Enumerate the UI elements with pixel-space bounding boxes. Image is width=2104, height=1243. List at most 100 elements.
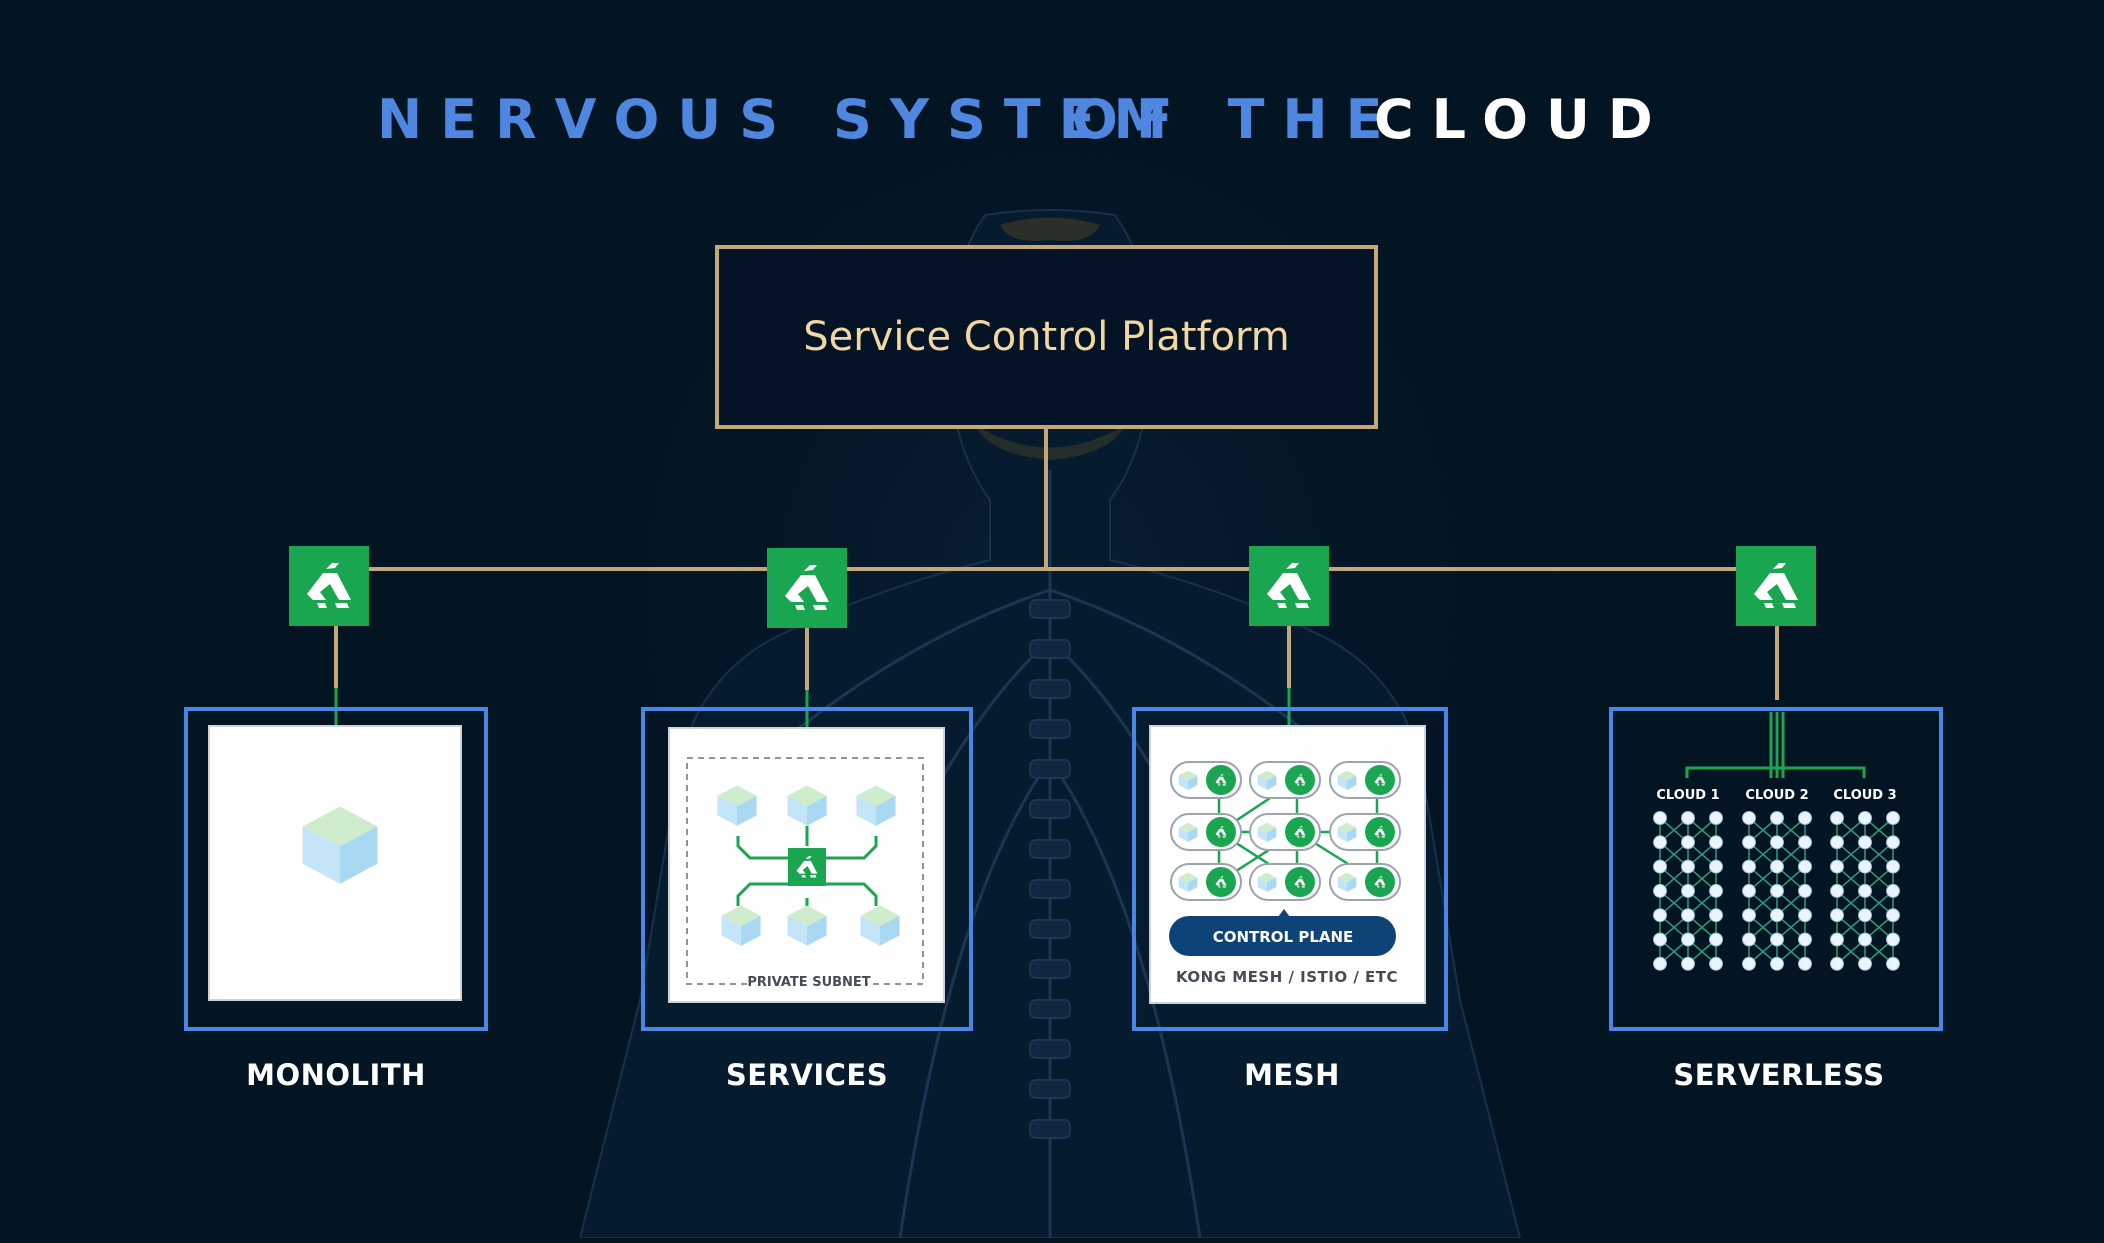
kong-gorilla-icon[interactable] xyxy=(289,546,369,626)
function-node xyxy=(1886,835,1900,850)
kong-gorilla-icon[interactable] xyxy=(767,548,847,628)
control-plane-pill xyxy=(1169,916,1396,956)
monolith-panel[interactable] xyxy=(184,707,488,1031)
function-node xyxy=(1858,835,1872,850)
function-node xyxy=(1742,956,1756,971)
mesh-node xyxy=(1250,762,1320,798)
function-node xyxy=(1830,932,1844,947)
service-control-platform[interactable]: Service Control Platform xyxy=(715,245,1378,429)
function-node xyxy=(1681,811,1695,825)
function-node xyxy=(1681,859,1695,874)
mesh-node xyxy=(1330,864,1400,900)
function-node xyxy=(1653,859,1667,874)
function-node xyxy=(1681,956,1695,971)
function-node-grids xyxy=(1653,811,1900,971)
function-node xyxy=(1770,811,1784,825)
mesh-node xyxy=(1171,762,1241,798)
function-node xyxy=(1653,956,1667,971)
mesh-panel[interactable]: CONTROL PLANE KONG MESH / ISTIO / ETC xyxy=(1132,707,1448,1031)
function-node xyxy=(1653,883,1667,898)
mesh-node xyxy=(1250,864,1320,900)
services-panel[interactable]: PRIVATE SUBNET xyxy=(641,707,973,1031)
function-node xyxy=(1830,883,1844,898)
function-node xyxy=(1858,859,1872,874)
function-node xyxy=(1798,811,1812,825)
platform-connectors xyxy=(329,429,1779,700)
function-node xyxy=(1798,932,1812,947)
mesh-node xyxy=(1171,864,1241,900)
mesh-node xyxy=(1250,814,1320,850)
function-node xyxy=(1798,908,1812,923)
function-node xyxy=(1830,908,1844,923)
function-node xyxy=(1858,883,1872,898)
function-node xyxy=(1830,859,1844,874)
mesh-node xyxy=(1171,814,1241,850)
function-node xyxy=(1709,956,1723,971)
function-node xyxy=(1886,932,1900,947)
cloud-links xyxy=(1685,712,1866,778)
function-node xyxy=(1681,908,1695,923)
cloud-1-label: CLOUD 1 xyxy=(1656,788,1719,803)
function-node xyxy=(1830,956,1844,971)
platform-label: Service Control Platform xyxy=(803,314,1290,360)
function-node xyxy=(1886,908,1900,923)
kong-gorilla-icon[interactable] xyxy=(1736,546,1816,626)
serverless-label: SERVERLESS xyxy=(1673,1058,1885,1092)
function-node xyxy=(1886,811,1900,825)
title-part-3: CLOUD xyxy=(1374,88,1671,151)
function-node xyxy=(1886,956,1900,971)
cloud-2-label: CLOUD 2 xyxy=(1745,788,1808,803)
function-node xyxy=(1681,883,1695,898)
mesh-caption: KONG MESH / ISTIO / ETC xyxy=(1176,968,1398,986)
function-node xyxy=(1709,883,1723,898)
mesh-label: MESH xyxy=(1244,1058,1340,1092)
function-node xyxy=(1653,835,1667,850)
mesh-node xyxy=(1330,814,1400,850)
function-node xyxy=(1653,932,1667,947)
function-node xyxy=(1770,859,1784,874)
function-node xyxy=(1798,956,1812,971)
function-node xyxy=(1798,859,1812,874)
title-part-2: OF THE xyxy=(1072,88,1401,151)
function-node xyxy=(1742,859,1756,874)
function-node xyxy=(1798,883,1812,898)
function-node xyxy=(1653,908,1667,923)
title-part-1: NERVOUS SYSTEM xyxy=(377,88,1186,151)
function-node xyxy=(1742,932,1756,947)
serverless-panel[interactable]: CLOUD 1 CLOUD 2 CLOUD 3 xyxy=(1609,707,1943,1031)
function-node xyxy=(1886,883,1900,898)
function-node xyxy=(1709,932,1723,947)
function-node xyxy=(1742,908,1756,923)
function-node xyxy=(1770,956,1784,971)
kong-gorilla-icon xyxy=(788,848,826,886)
function-node xyxy=(1653,811,1667,825)
function-node xyxy=(1770,835,1784,850)
function-node xyxy=(1770,932,1784,947)
private-subnet-label: PRIVATE SUBNET xyxy=(747,975,870,990)
function-node xyxy=(1830,811,1844,825)
kong-gorilla-icon[interactable] xyxy=(1249,546,1329,626)
function-node xyxy=(1770,883,1784,898)
function-node xyxy=(1858,908,1872,923)
function-node xyxy=(1770,908,1784,923)
function-node xyxy=(1742,883,1756,898)
cloud-3-label: CLOUD 3 xyxy=(1833,788,1896,803)
function-node xyxy=(1681,835,1695,850)
function-node xyxy=(1830,835,1844,850)
function-node xyxy=(1858,932,1872,947)
function-node xyxy=(1858,956,1872,971)
function-node xyxy=(1742,811,1756,825)
monolith-label: MONOLITH xyxy=(246,1058,426,1092)
function-node xyxy=(1798,835,1812,850)
function-node xyxy=(1709,835,1723,850)
service-links xyxy=(736,826,878,914)
function-node xyxy=(1709,811,1723,825)
function-node xyxy=(1858,811,1872,825)
control-plane-label: CONTROL PLANE xyxy=(1213,928,1354,946)
function-node xyxy=(1742,835,1756,850)
services-label: SERVICES xyxy=(725,1058,889,1092)
function-node xyxy=(1681,932,1695,947)
function-node xyxy=(1709,859,1723,874)
